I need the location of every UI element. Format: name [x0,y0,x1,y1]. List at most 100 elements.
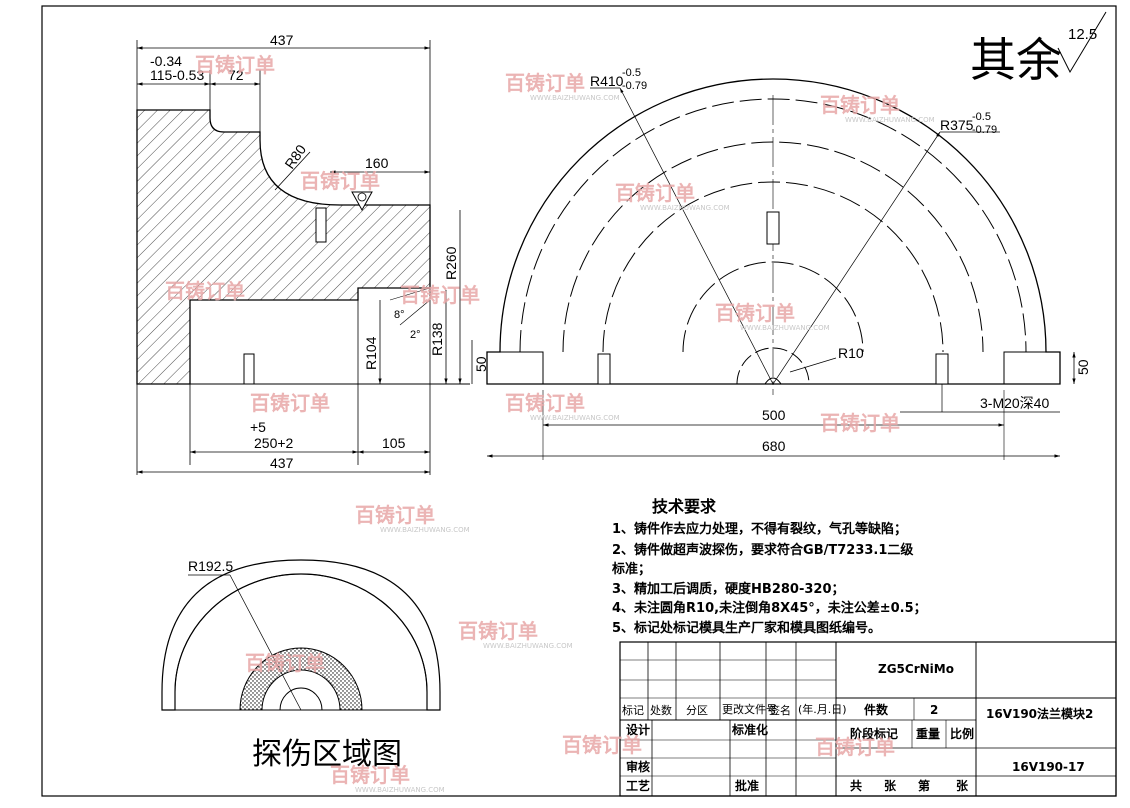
section-hatched-body [136,109,431,385]
tech-item: 2、铸件做超声波探伤，要求符合GB/T7233.1二级 [612,542,914,558]
watermark-logo: 百铸订单 [820,93,900,117]
header-cell: (年.月.日) [798,702,847,716]
design-label: 设计 [626,722,650,737]
dim-r410-tol-up: -0.5 [622,67,641,79]
dim-105: 105 [382,435,406,451]
left-section-view: 437 -0.34 115-0.53 72 R80 160 R260 R104 … [136,32,489,475]
review-label: 审核 [626,759,650,774]
tech-requirements: 技术要求 1、铸件作去应力处理，不得有裂纹，气孔等缺陷； 2、铸件做超声波探伤，… [611,497,927,636]
dim-115: 115-0.53 [150,67,204,83]
dim-250: 250+2 [254,435,294,451]
dim-72: 72 [228,67,244,83]
tech-item: 标准； [611,561,651,577]
watermark-logo: 百铸订单 [330,763,410,787]
thread-note: 3-M20深40 [980,395,1049,411]
drawing-number: 16V190-17 [1012,760,1085,774]
dim-r375-tol-up: -0.5 [972,111,991,123]
bolt-hole-top [766,211,780,245]
dim-r375: R375 [940,117,974,133]
dim-r410: R410 [590,73,624,89]
tech-item: 3、精加工后调质，硬度HB280-320； [612,581,845,597]
dim-437-top: 437 [270,32,294,48]
total-label: 共 [850,778,862,793]
dim-500: 500 [762,407,786,423]
drawing-border [41,5,1117,797]
inspection-view: R192.5 探伤区域图 [161,558,441,772]
watermark-logo: 百铸订单 [715,301,795,325]
bolt-hole-right [935,353,949,385]
bolt-hole [243,353,255,385]
watermark-logo: 百铸订单 [562,733,642,757]
watermark-url: WWW.BAIZHUWANG.COM [530,414,620,422]
roughness-label: 其余 [970,33,1062,87]
watermark-url: WWW.BAIZHUWANG.COM [355,786,445,794]
quantity-label: 件数 [864,702,889,717]
header-cell: 签名 [769,703,791,717]
dim-r410-tol-lo: -0.79 [622,80,647,92]
dim-437-bottom: 437 [270,455,294,471]
dim-680: 680 [762,438,786,454]
watermark-logo: 百铸订单 [505,391,585,415]
watermark-logo: 百铸订单 [505,71,585,95]
watermark-logo: 百铸订单 [300,169,380,193]
standardize-label: 标准化 [731,722,768,737]
weight-label: 重量 [916,726,940,741]
bolt-hole-left [597,353,611,385]
title-block [619,641,1117,797]
tech-title: 技术要求 [652,497,717,516]
header-cell: 处数 [650,704,672,717]
watermark-logo: 百铸订单 [815,735,895,759]
dim-tol-upper: -0.34 [150,53,182,69]
tech-item: 5、标记处标记模具生产厂家和模具图纸编号。 [612,620,881,636]
approve-label: 批准 [735,778,759,793]
watermark-url: WWW.BAIZHUWANG.COM [530,94,620,102]
roughness-symbol: 其余 12.5 [970,11,1107,87]
watermark-logo: 百铸订单 [250,391,330,415]
watermark-url: WWW.BAIZHUWANG.COM [845,116,935,124]
watermark-url: WWW.BAIZHUWANG.COM [640,204,730,212]
tech-item: 4、未注圆角R10,未注倒角8X45°，未注公差±0.5； [612,600,927,616]
header-cell: 更改文件号 [722,702,777,716]
dim-tol-plus5: +5 [250,419,266,435]
dim-50-right: 50 [1075,359,1091,375]
header-cell: 标记 [622,703,644,717]
material: ZG5CrNiMo [878,662,954,676]
watermark-logo: 百铸订单 [245,651,325,675]
watermark-logo: 百铸订单 [820,411,900,435]
watermark-logo: 百铸订单 [458,619,538,643]
bolt-hole [315,207,327,243]
dim-r192-5: R192.5 [188,558,233,574]
watermark-url: WWW.BAIZHUWANG.COM [740,324,830,332]
dim-50-left: 50 [473,356,489,372]
process-label: 工艺 [626,778,650,793]
watermark-logo: 百铸订单 [615,181,695,205]
dim-r260: R260 [443,246,459,280]
scale-label: 比例 [950,726,974,741]
sheets2-label: 张 [956,778,969,793]
tech-item: 1、铸件作去应力处理，不得有裂纹，气孔等缺陷； [612,521,907,537]
dim-deg-1: 8° [394,309,405,321]
dim-r138: R138 [429,322,445,356]
dim-deg-2: 2° [410,329,421,341]
dim-r80: R80 [281,141,309,171]
dim-r104: R104 [363,336,379,370]
watermark-logo: 百铸订单 [355,503,435,527]
dim-r10: R10 [838,345,864,361]
watermark-logo: 百铸订单 [165,279,245,303]
right-plan-view: R410 -0.5 -0.79 R375 -0.5 -0.79 R10 50 3… [486,67,1091,460]
header-cell: 分区 [686,704,708,717]
watermark-logo: 百铸订单 [195,53,275,77]
title-block-text: ZG5CrNiMo 16V190法兰模块2 16V190-17 件数 2 标记 … [622,662,1093,793]
dim-r375-tol-lo: -0.79 [972,124,997,136]
part-name: 16V190法兰模块2 [986,706,1093,721]
watermarks: 百铸订单 WWW.BAIZHUWANG.COM 百铸订单 百铸订单 WWW.BA… [165,53,935,794]
watermark-logo: 百铸订单 [400,283,480,307]
inspection-title: 探伤区域图 [252,737,402,772]
sheets-label: 张 [884,778,897,793]
sheet-no-label: 第 [918,778,930,793]
watermark-url: WWW.BAIZHUWANG.COM [380,526,470,534]
dim-160: 160 [365,155,389,171]
roughness-value: 12.5 [1068,26,1097,43]
quantity-value: 2 [930,703,938,717]
